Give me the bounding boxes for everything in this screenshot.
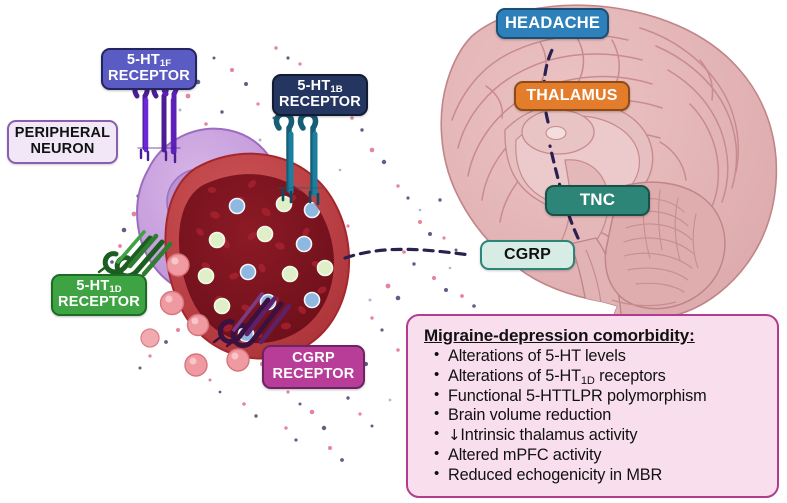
comorbidity-item-text: Alterations of 5-HT [448,366,581,385]
free-vesicles [140,253,250,377]
label-receptor-5ht1b-line1: 5-HT1B [297,78,343,96]
label-peripheral-neuron-line2: NEURON [30,141,95,157]
blood-vessel [164,152,351,360]
comorbidity-item-text: Altered mPFC activity [448,445,602,464]
down-arrow-icon: ↓ [448,426,461,445]
comorbidity-list-item: Reduced echogenicity in MBR [434,465,769,486]
brain-illustration [440,4,778,344]
brain-label-cgrp-text: CGRP [503,246,552,264]
brain-label-tnc[interactable]: TNC [545,185,650,216]
pathway-tnc-to-thalamus [548,144,580,240]
brain-inner-structures [504,100,726,343]
comorbidity-list-item: Alterations of 5-HT1D receptors [434,366,769,387]
comorbidity-item-subscript: 1D [580,374,595,387]
comorbidity-item-suffix: receptors [594,366,666,385]
comorbidity-item-text: Functional 5-HTTLPR polymorphism [448,386,707,405]
label-receptor-5ht1d-line1: 5-HT1D [76,278,122,296]
label-receptor-cgrp-line1: CGRP [292,350,335,367]
comorbidity-list: Alterations of 5-HT levelsAlterations of… [422,346,769,486]
comorbidity-list-item: Brain volume reduction [434,405,769,426]
label-peripheral-neuron[interactable]: PERIPHERAL NEURON [7,120,118,164]
label-receptor-5ht1d-line2: RECEPTOR [58,294,140,310]
comorbidity-panel: Migraine-depression comorbidity: Alterat… [406,314,779,498]
brain-label-headache-text: HEADACHE [504,13,601,32]
label-receptor-cgrp-line2: RECEPTOR [272,366,355,382]
label-receptor-5ht1f-line2: RECEPTOR [108,68,190,84]
label-receptor-5ht1f-line1: 5-HT1F [126,52,172,70]
comorbidity-item-text: Intrinsic thalamus activity [460,426,638,445]
label-receptor-cgrp[interactable]: CGRP RECEPTOR [262,345,365,389]
brain-label-thalamus-text: THALAMUS [526,87,618,105]
comorbidity-list-item: ↓Intrinsic thalamus activity [434,425,769,446]
label-receptor-5ht1d[interactable]: 5-HT1D RECEPTOR [51,274,147,316]
brain-label-cgrp[interactable]: CGRP [480,240,575,270]
comorbidity-list-item: Alterations of 5-HT levels [434,346,769,367]
brain-label-thalamus[interactable]: THALAMUS [514,81,630,111]
pathway-vessel-to-cgrp [343,247,472,260]
comorbidity-item-text: Alterations of 5-HT levels [448,347,626,365]
comorbidity-list-item: Functional 5-HTTLPR polymorphism [434,386,769,407]
label-receptor-5ht1b[interactable]: 5-HT1B RECEPTOR [272,74,368,116]
comorbidity-list-item: Altered mPFC activity [434,445,769,466]
brain-label-tnc-text: TNC [579,190,616,210]
comorbidity-item-text: Reduced echogenicity in MBR [448,465,663,484]
brain-label-headache[interactable]: HEADACHE [496,8,609,39]
label-receptor-5ht1b-line2: RECEPTOR [279,94,361,110]
comorbidity-item-text: Brain volume reduction [448,406,612,425]
label-receptor-5ht1f[interactable]: 5-HT1F RECEPTOR [101,48,197,90]
receptor-protein-cgrp [212,292,292,348]
label-peripheral-neuron-line1: PERIPHERAL [14,125,111,142]
receptor-protein-5ht1f [132,79,181,164]
comorbidity-panel-title: Migraine-depression comorbidity: [424,326,695,345]
